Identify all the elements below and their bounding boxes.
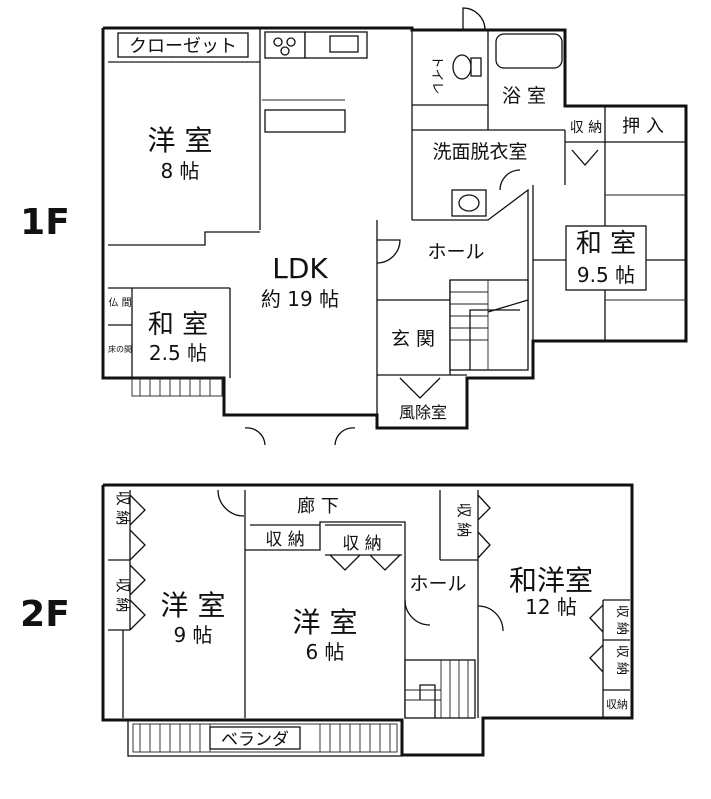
kitchen-counter	[264, 109, 346, 133]
label-hall-1f: ホール	[427, 241, 484, 263]
label-japanese-small: 和 室	[148, 310, 208, 340]
label-storage-1f: 収 納	[570, 120, 602, 136]
label-western-9-size: 9 帖	[173, 623, 212, 647]
bathtub	[495, 33, 563, 69]
label-storage-2f-6: 収 納	[614, 605, 629, 635]
label-western-6: 洋 室	[293, 606, 358, 639]
label-japanese-large: 和 室	[576, 229, 636, 259]
label-storage-2f-5: 収 納	[455, 503, 473, 538]
label-ldk-size: 約 19 帖	[261, 287, 339, 311]
label-veranda: ベランダ	[221, 730, 289, 750]
label-storage-2f-1: 収 納	[114, 491, 132, 526]
label-western-9: 洋 室	[161, 589, 226, 622]
label-japanese-small-size: 2.5 帖	[149, 341, 207, 365]
stairs-2f	[404, 659, 476, 719]
first-floor: クローゼット 洋 室 8 帖 LDK 約 19 帖 和 室 2.5 帖 仏 間 …	[101, 7, 688, 446]
label-storage-2f-3: 収 納	[265, 530, 304, 550]
1f-outer-wall	[101, 26, 688, 430]
label-washroom: 洗面脱衣室	[432, 141, 527, 163]
label-wayo-12-size: 12 帖	[525, 595, 577, 619]
label-japanese-large-size: 9.5 帖	[577, 263, 635, 287]
label-western-8: 洋 室	[148, 124, 213, 157]
veranda	[127, 719, 403, 757]
label-corridor: 廊 下	[297, 496, 339, 517]
label-wayo-12: 和洋室	[509, 564, 593, 597]
label-oshiire: 押 入	[622, 116, 664, 137]
label-storage-2f-2: 収 納	[114, 578, 132, 613]
label-tokonoma: 床の間	[108, 344, 132, 354]
second-floor: 収 納 収 納 収 納 収 納 収 納 収 納 収 納 収納 廊 下 ホール 洋…	[101, 483, 634, 757]
label-butsuma: 仏 間	[108, 297, 131, 309]
stairs-1f	[449, 279, 529, 371]
label-storage-2f-small: 収納	[606, 698, 628, 711]
label-toilet: トイレ	[429, 55, 444, 94]
label-western-6-size: 6 帖	[305, 640, 344, 664]
wash-basin	[451, 189, 487, 217]
label-hall-2f: ホール	[409, 573, 466, 595]
cooktop	[264, 31, 306, 59]
label-windbreak: 風除室	[399, 403, 447, 422]
label-storage-2f-7: 収 納	[614, 645, 629, 675]
floor-label-1f: 1F	[20, 202, 70, 243]
label-storage-2f-4: 収 納	[342, 534, 381, 554]
label-closet: クローゼット	[129, 36, 237, 57]
floor-label-2f: 2F	[20, 594, 70, 635]
toilet-bowl	[452, 54, 472, 80]
label-western-8-size: 8 帖	[160, 159, 199, 183]
label-entrance: 玄 関	[391, 328, 435, 350]
label-ldk: LDK	[272, 252, 328, 285]
label-bath: 浴 室	[502, 85, 546, 107]
